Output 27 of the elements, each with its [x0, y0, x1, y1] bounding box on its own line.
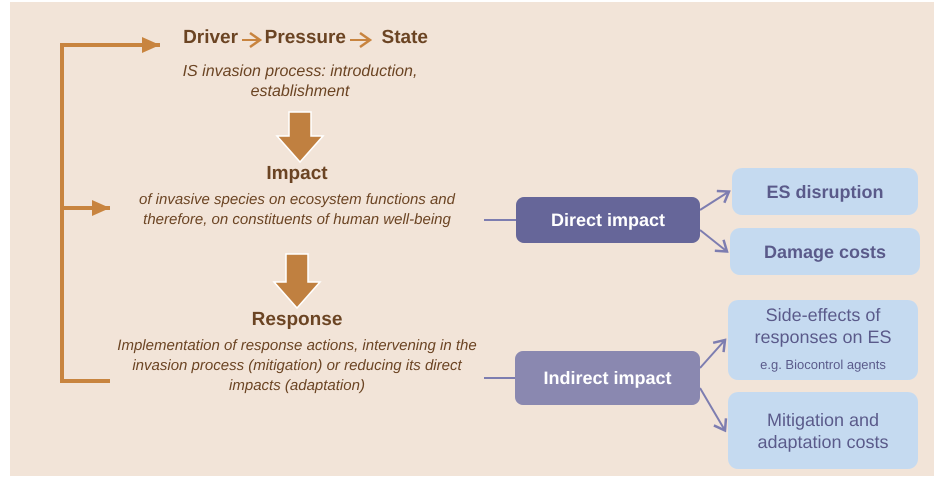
arrow: [699, 338, 726, 369]
outcome-title: Side-effects of responses on ES: [753, 304, 893, 348]
stage-heading: Response: [252, 308, 342, 332]
arrow: [699, 190, 730, 211]
outcome-box: Mitigation and adaptation costs: [728, 392, 918, 469]
arrow: [699, 388, 728, 432]
connector-line: [484, 377, 515, 379]
impact-box: Indirect impact: [515, 351, 700, 405]
outcome-example: e.g. Biocontrol agents: [760, 356, 886, 374]
stage-description: IS invasion process: introduction, establishment: [182, 56, 418, 108]
stage-description: Implementation of response actions, intervening in the invasion process (mitigation) or reducing its direct impacts (adaptation): [116, 336, 478, 396]
outcome-box: ES disruption: [732, 168, 918, 215]
outcome-box: [728, 300, 918, 380]
stage-heading: Impact: [266, 162, 328, 186]
stage-description: of invasive species on ecosystem functions and therefore, on constituents of human well-being: [138, 190, 456, 230]
stage-label: Pressure: [264, 26, 346, 50]
outcome-box: Damage costs: [730, 228, 920, 275]
impact-box: Direct impact: [516, 197, 700, 243]
arrow: [699, 229, 728, 253]
stage-label: State: [374, 26, 428, 50]
stage-label: Driver: [160, 26, 238, 50]
block-arrow: [272, 253, 322, 310]
arrow: [60, 200, 110, 383]
connector-line: [484, 219, 516, 221]
arrow: [350, 32, 372, 48]
arrow: [242, 32, 262, 48]
block-arrow: [275, 111, 325, 164]
